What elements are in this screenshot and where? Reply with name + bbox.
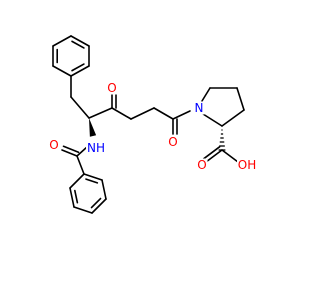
label-background xyxy=(167,135,179,149)
phenyl-ring-top-bond xyxy=(70,65,90,77)
alpha-to-ketone-bond xyxy=(88,107,113,119)
prolyl-nitrogen-label: N xyxy=(195,101,204,115)
pyrrolidine-bond xyxy=(221,109,245,127)
phenyl-ring-bottom-bond xyxy=(73,206,93,214)
acid-hydroxyl-label: OH xyxy=(238,158,256,172)
amide-oxygen-label: O xyxy=(168,135,177,149)
phenyl-ring-bottom-bond xyxy=(69,187,75,208)
benzoyl-double-bond-second xyxy=(62,145,80,154)
phenyl-ring-bottom-bond xyxy=(91,198,107,214)
label-background xyxy=(106,81,118,95)
ch2-to-alpha-bond xyxy=(70,96,90,119)
label-background xyxy=(196,158,208,172)
benzoyl-double-bond xyxy=(61,149,78,157)
stereo-wedge-layer xyxy=(89,118,226,151)
bond-layer xyxy=(52,35,245,214)
ketone-oxygen-label: O xyxy=(107,81,116,95)
phenyl-ring-top-bond xyxy=(70,35,90,47)
chain-bond xyxy=(130,107,155,120)
benzoyl-ring-bond xyxy=(76,155,85,175)
pyrrolidine-bond xyxy=(201,87,211,102)
atom-label-layer: O O N NH O O OH xyxy=(48,81,257,172)
label-background xyxy=(48,138,60,152)
chain-bond xyxy=(153,107,174,120)
phenyl-ring-bottom-inner-bond xyxy=(85,178,99,184)
label-background xyxy=(237,158,257,172)
phenyl-ring-top-inner-bond xyxy=(71,40,85,49)
pyrrolidine-bond xyxy=(236,87,245,111)
label-background xyxy=(86,141,106,155)
phenyl-ring-top-inner-bond xyxy=(71,63,85,72)
phenyl-ring-bottom-bond xyxy=(69,173,85,189)
phenyl-ring-bottom-bond xyxy=(83,173,103,181)
phenyl-ring-top-bond xyxy=(52,65,72,77)
amide-n-bond xyxy=(172,110,191,120)
label-background xyxy=(193,101,205,115)
acid-double-bond-second xyxy=(202,146,221,160)
phenyl-ring-bottom-bond xyxy=(101,179,107,200)
acid-oh-bond xyxy=(221,149,239,163)
acid-oxygen-label: O xyxy=(197,158,206,172)
chemical-structure: O O N NH O O OH xyxy=(48,35,257,214)
phenyl-ring-bottom-inner-bond xyxy=(90,197,102,209)
phenyl-ring-top-bond xyxy=(52,35,72,47)
benzoyl-oxygen-label: O xyxy=(49,138,58,152)
stereo-wedge-nh xyxy=(89,118,97,137)
amide-nh-bond xyxy=(76,146,88,157)
phenyl-ring-bottom-inner-bond xyxy=(74,189,79,204)
acid-double-bond xyxy=(205,149,223,163)
amide-nitrogen-label: NH xyxy=(87,141,105,155)
pyrrolidine-bond xyxy=(202,113,223,127)
chain-bond xyxy=(111,107,132,120)
